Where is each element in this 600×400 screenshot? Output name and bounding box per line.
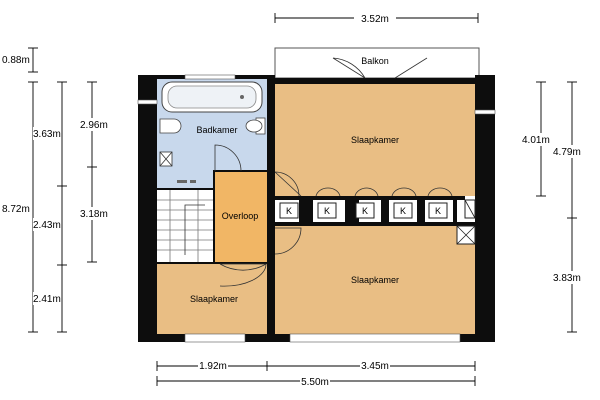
closet-5: K xyxy=(428,202,448,219)
washbasin xyxy=(159,118,182,134)
dim-left-d: 2.96m xyxy=(80,120,108,131)
closet-1: K xyxy=(279,202,299,219)
dim-bottom-total: 5.50m xyxy=(301,377,329,388)
room-label-bedroom-bottom-left: Slaapkamer xyxy=(190,294,238,304)
bedroom-top-right-door xyxy=(274,171,302,197)
bedroom-top-right-floor xyxy=(275,84,475,196)
bedroom-bottom-left-floor xyxy=(157,264,267,334)
shaft-bottom xyxy=(456,225,476,245)
dim-right-a: 4.01m xyxy=(522,135,550,146)
dim-right-c: 3.83m xyxy=(553,273,581,284)
bedroom-bottom-right-floor xyxy=(275,226,475,334)
room-label-bedroom-top-right: Slaapkamer xyxy=(351,135,399,145)
dim-balcony-depth: 0.88m xyxy=(2,55,30,66)
dimension-labels: 3.52m 0.88m 8.72m 3.63m 2.43m 2.41m 2.96… xyxy=(2,11,583,388)
dim-top-width: 3.52m xyxy=(361,14,389,25)
closet-3: K xyxy=(355,202,375,219)
closets: K K K K K xyxy=(279,199,476,245)
dim-left-e: 3.18m xyxy=(80,209,108,220)
doors xyxy=(214,57,453,287)
dim-left-a: 3.63m xyxy=(33,129,61,140)
balcony-door xyxy=(332,57,428,79)
bedroom-bottom-right-door xyxy=(274,227,302,255)
staircase xyxy=(157,190,213,262)
closet-4: K xyxy=(393,202,413,219)
closet-label: K xyxy=(286,206,292,216)
room-label-landing: Overloop xyxy=(222,211,259,221)
closet-label: K xyxy=(362,206,368,216)
bedroom-bottom-left-door-arc xyxy=(219,263,267,287)
balcony-floor xyxy=(274,47,480,79)
dim-left-b: 2.43m xyxy=(33,220,61,231)
shower-drain xyxy=(159,151,173,167)
shaft-top xyxy=(464,199,476,219)
dim-right-b: 4.79m xyxy=(553,147,581,158)
closet-label: K xyxy=(324,206,330,216)
windows xyxy=(137,74,496,343)
room-label-bathroom: Badkamer xyxy=(196,125,237,135)
dim-left-c: 2.41m xyxy=(33,294,61,305)
room-label-balcony: Balkon xyxy=(361,56,389,66)
dim-bottom-right: 3.45m xyxy=(361,361,389,372)
room-label-bedroom-bottom-right: Slaapkamer xyxy=(351,275,399,285)
dim-total-depth: 8.72m xyxy=(2,204,30,215)
dim-bottom-left: 1.92m xyxy=(199,361,227,372)
bathroom-door xyxy=(214,144,242,172)
closet-label: K xyxy=(435,206,441,216)
toilet xyxy=(245,117,266,135)
dimension-lines xyxy=(28,13,577,386)
closet-doors xyxy=(315,187,453,197)
landing-floor xyxy=(215,172,267,262)
closet-label: K xyxy=(400,206,406,216)
closet-2: K xyxy=(317,202,337,219)
shower-fixture xyxy=(177,180,196,183)
bathtub xyxy=(161,81,263,113)
